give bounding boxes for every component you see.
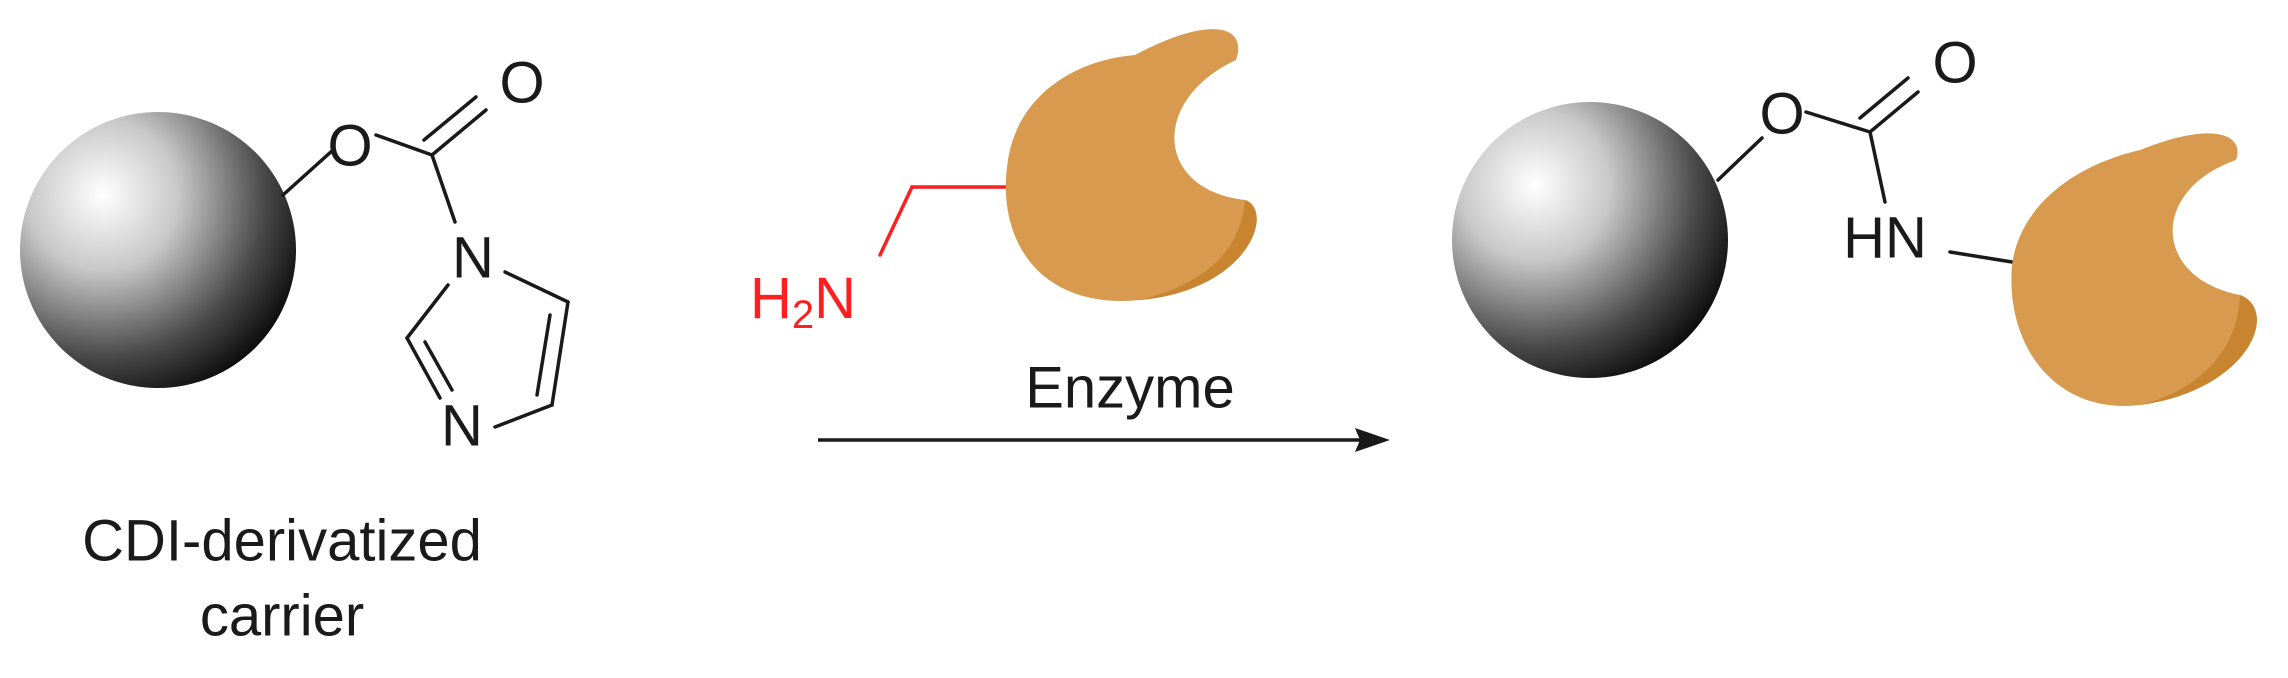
product-enzyme-shape: [2011, 133, 2257, 406]
ring-c5-c4-inner: [535, 313, 552, 397]
enzyme-shadow: [1140, 200, 1257, 300]
cdi-carrier: O O N N CDI-derivatized carrier: [20, 50, 570, 648]
product-bond-co-double-1: [1868, 90, 1920, 134]
enzyme-shape: [1005, 29, 1257, 301]
bond-c-o-double-1: [430, 108, 488, 157]
bond-c-o-double-2: [422, 95, 478, 142]
ring-n1-c2: [405, 283, 450, 340]
product-enzyme-body: [2011, 133, 2257, 406]
product-bond-o-c: [1804, 110, 1872, 134]
atom-n-ring-top: N: [452, 225, 494, 290]
ring-c4-n3: [493, 403, 554, 429]
product-bond-c-n: [1868, 130, 1887, 204]
product-atom-nh: HN: [1843, 205, 1927, 270]
product-enzyme-shadow: [2140, 295, 2257, 405]
bond-bead-o: [281, 148, 335, 197]
carrier-caption-line1: CDI-derivatized: [82, 508, 482, 573]
product-bond-co-double-2: [1858, 76, 1910, 120]
enzyme-body: [1005, 29, 1257, 301]
carrier-bead: [20, 112, 296, 388]
atom-n-ring-bottom: N: [441, 393, 483, 458]
ring-c5-c4: [550, 300, 570, 407]
immobilized-product: O O HN: [1452, 30, 2257, 406]
product-bead: [1452, 102, 1728, 378]
product-bond-n-enzyme: [1948, 250, 2014, 264]
bond-o-c: [374, 133, 434, 157]
product-atom-o-ether: O: [1759, 81, 1804, 146]
carrier-caption-line2: carrier: [200, 583, 364, 648]
ring-c2-n3-inner: [423, 340, 454, 392]
reaction-arrow-head: [1355, 428, 1390, 452]
amine-label: H2N: [750, 266, 856, 336]
atom-o-ether: O: [327, 113, 372, 178]
ring-n1-c5: [503, 270, 570, 304]
product-atom-o-carbonyl: O: [1932, 30, 1977, 95]
amine-linker-1: [878, 185, 914, 257]
ring-c2-n3: [405, 336, 442, 400]
atom-o-carbonyl: O: [499, 50, 544, 115]
bond-c-n: [430, 153, 457, 224]
enzyme-reagent: H2N Enzyme: [750, 29, 1390, 452]
arrow-label: Enzyme: [1025, 355, 1235, 420]
product-bond-bead-o: [1716, 136, 1764, 182]
